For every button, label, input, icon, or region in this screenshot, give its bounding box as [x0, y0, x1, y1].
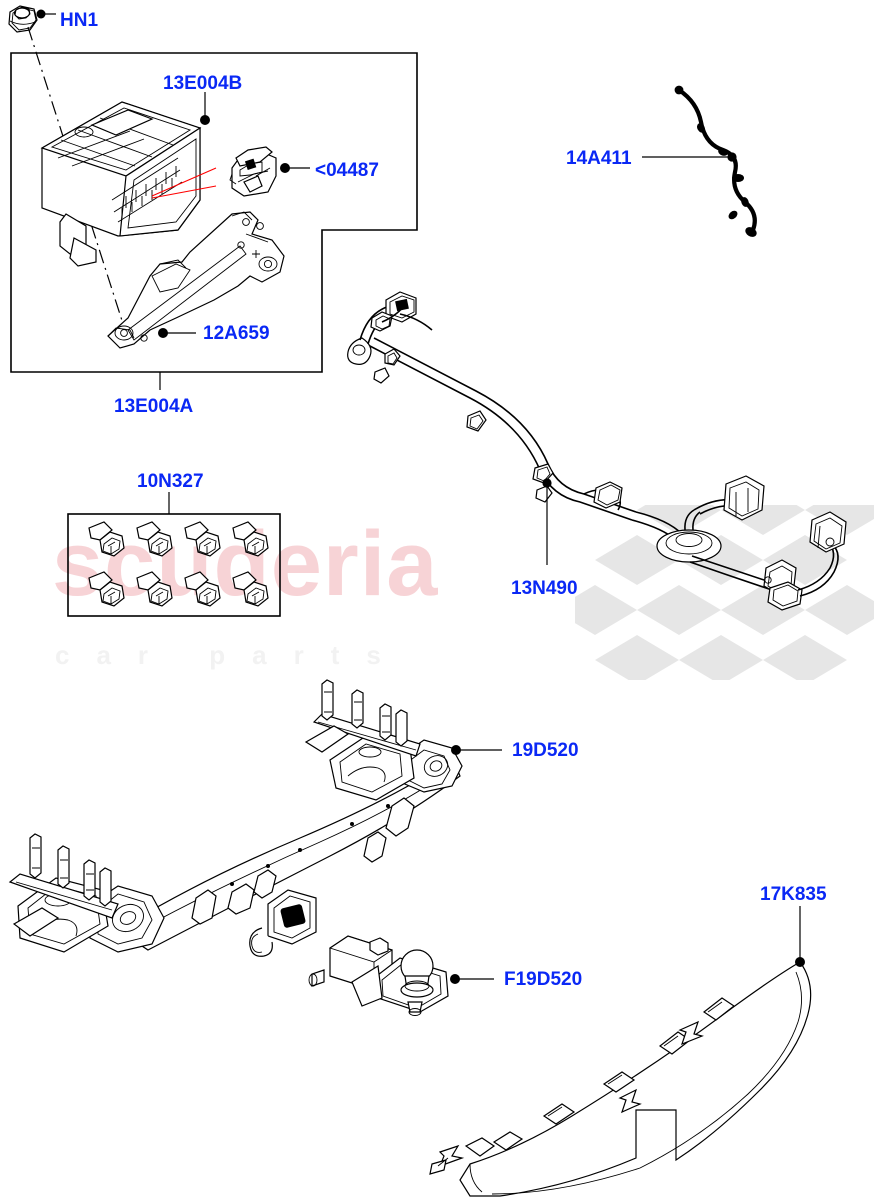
- label-F19D520: F19D520: [504, 969, 583, 990]
- label-13N490: 13N490: [511, 578, 578, 599]
- label-hn1: HN1: [60, 10, 99, 31]
- part-14A411-cable: [674, 85, 757, 237]
- label-14A411: 14A411: [566, 148, 632, 169]
- bolt-kit-bolts: [88, 521, 269, 607]
- red-leader-upper: [151, 167, 217, 197]
- label-17K835: 17K835: [760, 884, 827, 905]
- part-12A659-bracket: [107, 211, 285, 349]
- group-box-10N327: [67, 513, 281, 617]
- red-leader-lower: [151, 185, 217, 199]
- label-04487: <04487: [315, 160, 379, 181]
- label-19D520: 19D520: [512, 740, 579, 761]
- label-13E004B: 13E004B: [163, 73, 243, 94]
- part-04487-connector: [229, 146, 277, 197]
- part-F19D520-towball-mount: [308, 935, 449, 1016]
- part-13N490-harness: [347, 291, 847, 611]
- part-17K835-trim-panel: [429, 961, 812, 1197]
- label-12A659: 12A659: [203, 323, 270, 344]
- label-13E004A: 13E004A: [114, 396, 194, 417]
- label-10N327: 10N327: [137, 471, 204, 492]
- part-13E004B-module: [40, 101, 202, 267]
- group-box-13E004A: [10, 52, 418, 373]
- part-hn1-nut: [8, 5, 38, 33]
- part-19D520-towbar: [8, 679, 463, 957]
